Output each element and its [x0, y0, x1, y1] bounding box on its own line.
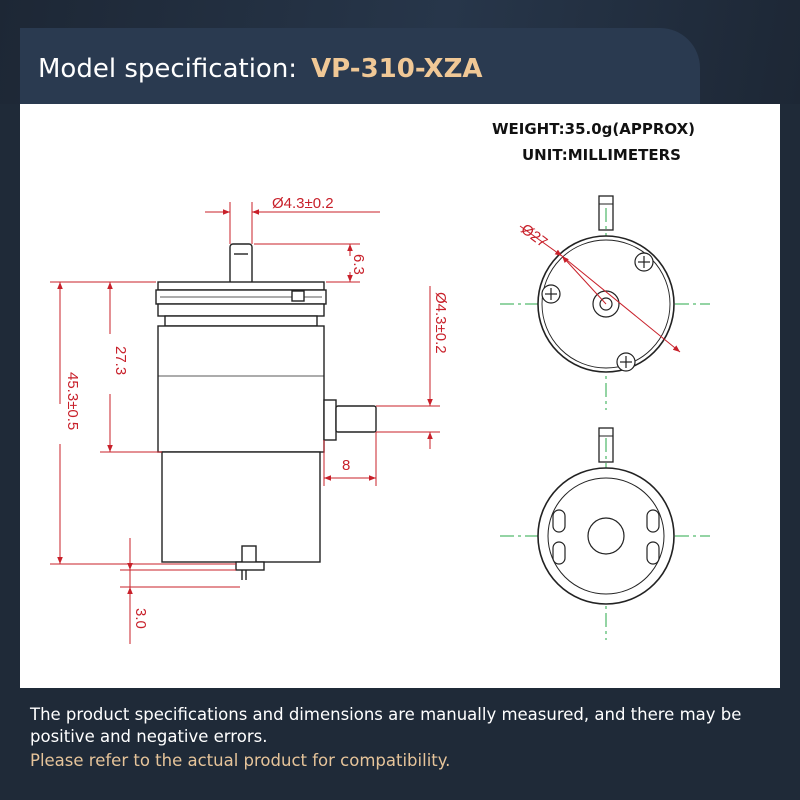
technical-drawing: Ø4.3±0.2 6.3 45.3±0.5 27.3 3.0 Ø4.3±0.2 … [50, 195, 710, 644]
weight-spec: WEIGHT:35.0g(APPROX) [492, 120, 696, 138]
dim-side-tube-diameter: Ø4.3±0.2 [432, 292, 449, 354]
bottom-view [500, 427, 710, 640]
dim-shaft-height: 6.3 [350, 254, 367, 275]
compatibility-note: Please refer to the actual product for c… [30, 751, 451, 770]
unit-spec: UNIT:MILLIMETERS [522, 146, 681, 164]
dim-total-height: 45.3±0.5 [64, 372, 81, 430]
header-title-tab [20, 28, 700, 104]
flange-top [157, 281, 325, 291]
dim-outer-diameter: Ø27 [518, 221, 551, 252]
page-title: Model specification: VP-310-XZA [38, 54, 483, 84]
pump-body [157, 325, 325, 453]
disclaimer-text: The product specifications and dimension… [30, 705, 742, 746]
dim-shaft-diameter: Ø4.3±0.2 [272, 195, 334, 212]
header-band: Model specification: VP-310-XZA [0, 0, 800, 104]
model-name: VP-310-XZA [311, 54, 483, 84]
dim-body-height: 27.3 [112, 346, 129, 375]
side-tube [335, 405, 377, 433]
top-shaft [229, 243, 253, 285]
motor-body [161, 451, 321, 563]
side-dimensions [50, 202, 440, 644]
side-view [155, 243, 377, 580]
flange-bottom [157, 303, 325, 317]
bottom-terminal [235, 561, 265, 571]
dim-side-tube-length: 8 [342, 457, 350, 474]
top-view [500, 195, 710, 410]
dim-base-pin: 3.0 [132, 608, 149, 629]
title-label: Model specification: [38, 54, 298, 84]
drawing-panel: Ø4.3±0.2 6.3 45.3±0.5 27.3 3.0 Ø4.3±0.2 … [20, 104, 780, 688]
